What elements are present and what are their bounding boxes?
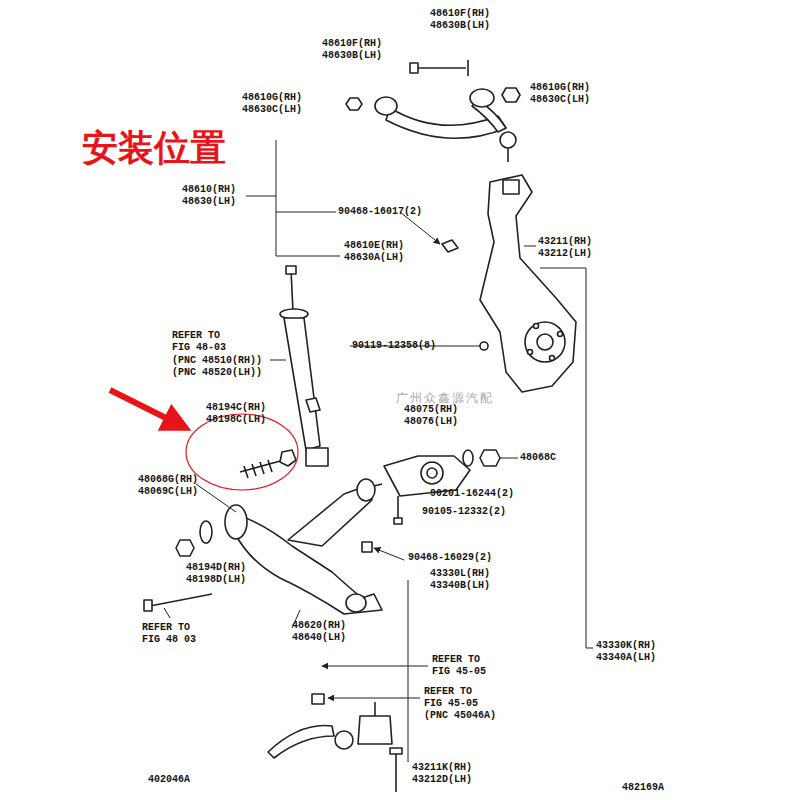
part-number: 43330K(RH) 43340A(LH) (596, 640, 658, 664)
reference-note: (PNC 48510(RH)) (PNC 48520(LH)) (172, 355, 264, 379)
part-number: 90119-12358(8) (352, 340, 436, 352)
figure-code: 402046A (148, 774, 190, 786)
reference-note: REFER TO FIG 45-05 (432, 654, 488, 678)
part-number: 90105-12332(2) (422, 506, 506, 518)
part-number: 43211K(RH) 43212D(LH) (412, 762, 474, 786)
leader-lines (164, 140, 593, 762)
reference-note: (PNC 45046A) (424, 710, 496, 722)
watermark: 广州众鑫源汽配 (396, 390, 494, 407)
part-number: 48620(RH) 48640(LH) (292, 620, 348, 644)
ball-joint (268, 694, 402, 792)
lower-arm (144, 479, 382, 614)
reference-note: REFER TO FIG 45-05 (424, 686, 480, 710)
part-number: 90468-16017(2) (338, 206, 422, 218)
part-number: 43330L(RH) 43340B(LH) (430, 568, 492, 592)
part-number: 48068G(RH) 48069C(LH) (138, 474, 200, 498)
upper-arm (346, 60, 520, 162)
small-bracket (442, 240, 458, 252)
part-number: 90468-16029(2) (408, 552, 492, 564)
reference-note: REFER TO FIG 48-03 (172, 330, 228, 354)
reference-note: REFER TO FIG 48 03 (142, 622, 198, 646)
part-number: 48610G(RH) 48630C(LH) (530, 82, 592, 106)
part-number: 90201-16244(2) (430, 488, 514, 500)
part-number: 48068C (520, 452, 556, 464)
part-number: 48610E(RH) 48630A(LH) (344, 240, 406, 264)
part-number: 48610F(RH) 48630B(LH) (430, 8, 492, 32)
shock-absorber (280, 266, 328, 466)
steering-knuckle (480, 175, 576, 392)
part-number: 48194D(RH) 48198D(LH) (186, 562, 248, 586)
figure-code: 482169A (622, 782, 664, 794)
part-number: 48610F(RH) 48630B(LH) (322, 38, 384, 62)
part-number: 48194C(RH) 48198C(LH) (206, 402, 268, 426)
part-number: 43211(RH) 43212(LH) (538, 236, 594, 260)
install-position-heading: 安装位置 (82, 128, 118, 168)
part-number: 48610G(RH) 48630C(LH) (242, 92, 304, 116)
part-number: 48610(RH) 48630(LH) (182, 184, 238, 208)
part-number: 48075(RH) 48076(LH) (404, 404, 460, 428)
